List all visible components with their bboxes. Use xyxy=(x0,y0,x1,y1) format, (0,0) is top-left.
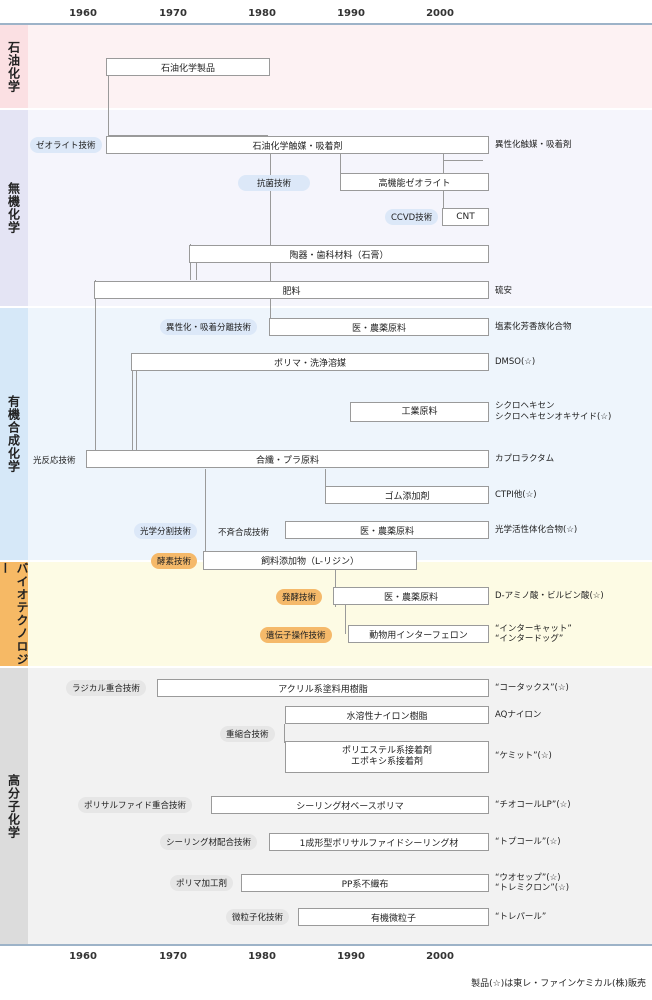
tech-genetic: 遺伝子操作技術 xyxy=(260,627,332,643)
year-label: 1970 xyxy=(159,951,187,962)
tech-polycond: 重縮合技術 xyxy=(220,726,275,742)
band-organic xyxy=(0,308,652,560)
box-particle: 有機微粒子 xyxy=(298,908,489,926)
connector xyxy=(108,135,268,136)
product-label: 異性化触媒・吸着剤 xyxy=(495,140,572,150)
box-feed: 飼料添加物（L-リジン） xyxy=(203,551,417,570)
tech-fermentation: 発酵技術 xyxy=(276,589,323,605)
box-solvent: ポリマ・洗浄溶媒 xyxy=(131,353,489,371)
tech-micro: 微粒子化技術 xyxy=(226,909,290,925)
product-label: “ケミット”(☆) xyxy=(495,751,552,761)
connector xyxy=(270,154,271,319)
tech-polysulfide-poly: ポリサルファイド重合技術 xyxy=(78,797,193,813)
product-label: “コータックス”(☆) xyxy=(495,683,569,693)
connector xyxy=(196,263,197,280)
box-petro-products: 石油化学製品 xyxy=(106,58,270,76)
year-label: 1960 xyxy=(69,8,97,19)
band-petro xyxy=(0,25,652,108)
section-label-petro: 石油化学 xyxy=(0,25,28,108)
connector xyxy=(443,160,483,161)
connector xyxy=(325,469,326,495)
tech-optical-sep: 光学分割技術 xyxy=(134,523,198,539)
year-label: 1980 xyxy=(248,951,276,962)
box-cnt: CNT xyxy=(442,208,489,226)
box-fertilizer: 肥料 xyxy=(94,281,489,299)
product-label: “トレパール” xyxy=(495,912,547,922)
footnote: 製品(☆)は東レ・ファインケミカル(株)販売 xyxy=(471,979,646,989)
connector xyxy=(136,370,137,451)
box-acrylic: アクリル系塗料用樹脂 xyxy=(157,679,489,697)
product-label: 塩素化芳香族化合物 xyxy=(495,322,572,332)
section-label-inorganic: 無機化学 xyxy=(0,110,28,306)
product-label: “インターキャット” xyxy=(495,624,572,634)
adhesive-line1: ポリエステル系接着剤 xyxy=(341,746,432,756)
tech-photo-reaction: 光反応技術 xyxy=(33,456,76,466)
box-catalyst: 石油化学触媒・吸着剤 xyxy=(106,136,489,154)
connector xyxy=(132,353,133,451)
product-label: カプロラクタム xyxy=(495,454,555,464)
year-label: 1990 xyxy=(337,951,365,962)
tech-enzyme: 酵素技術 xyxy=(151,553,198,569)
product-label: DMSO(☆) xyxy=(495,357,536,367)
tech-cvd: CCVD技術 xyxy=(385,209,439,225)
tech-asym-synth: 不斉合成技術 xyxy=(218,528,270,538)
year-label: 2000 xyxy=(426,8,454,19)
section-label-polymer: 高分子化学 xyxy=(0,668,28,944)
box-pharma1: 医・農薬原料 xyxy=(269,318,489,336)
connector xyxy=(95,280,96,450)
box-industrial: 工業原料 xyxy=(350,402,489,422)
box-sealing: シーリング材ベースポリマ xyxy=(211,796,489,814)
box-interferon: 動物用インターフェロン xyxy=(348,625,489,643)
box-pharma3: 医・農薬原料 xyxy=(333,587,489,605)
tech-antibacterial: 抗菌技術 xyxy=(238,175,310,191)
connector xyxy=(345,604,346,634)
box-fiber: 合纖・プラ原料 xyxy=(86,450,489,468)
year-label: 1990 xyxy=(337,8,365,19)
tech-sealing-mix: シーリング材配合技術 xyxy=(160,834,258,850)
box-ceramic: 陶器・歯科材料（石膏） xyxy=(189,245,489,263)
year-label: 1970 xyxy=(159,8,187,19)
tech-radical: ラジカル重合技術 xyxy=(66,680,146,696)
box-adhesive: ポリエステル系接着剤 エポキシ系接着剤 xyxy=(285,741,489,773)
axis-bottom-line xyxy=(0,944,652,946)
band-bio xyxy=(0,562,652,666)
tech-isomer-sep: 異性化・吸着分離技術 xyxy=(160,319,258,335)
year-label: 1960 xyxy=(69,951,97,962)
product-label: “インタードッグ” xyxy=(495,634,564,644)
product-label: AQナイロン xyxy=(495,710,542,720)
connector xyxy=(108,76,109,135)
product-label: “チオコールLP”(☆) xyxy=(495,800,571,810)
product-label: CTPI他(☆) xyxy=(495,490,537,500)
section-label-bio: バイオテクノロジー xyxy=(0,562,29,666)
box-nonwoven: PP系不織布 xyxy=(241,874,489,892)
year-label: 1980 xyxy=(248,8,276,19)
box-nylon: 水溶性ナイロン樹脂 xyxy=(285,706,489,724)
tech-polymer-proc: ポリマ加工剤 xyxy=(170,875,234,891)
product-label: 硫安 xyxy=(495,286,513,296)
box-zeolite: 高機能ゼオライト xyxy=(340,173,489,191)
product-label: D-アミノ酸・ビルビン酸(☆) xyxy=(495,591,604,601)
adhesive-line2: エポキシ系接着剤 xyxy=(350,757,423,767)
product-label: 光学活性体化合物(☆) xyxy=(495,525,578,535)
product-label: シクロヘキセンオキサイド(☆) xyxy=(495,412,612,422)
product-label: “ウオセップ”(☆) xyxy=(495,873,561,883)
section-label-organic: 有機合成化学 xyxy=(0,308,28,560)
year-label: 2000 xyxy=(426,951,454,962)
product-label: シクロヘキセン xyxy=(495,401,555,411)
box-polysulfide: 1成形型ポリサルファイドシーリング材 xyxy=(269,833,489,851)
product-label: “トレミクロン”(☆) xyxy=(495,883,570,893)
connector xyxy=(205,469,206,551)
box-pharma2: 医・農薬原料 xyxy=(285,521,489,539)
axis-top-line xyxy=(0,23,652,25)
product-label: “トプコール”(☆) xyxy=(495,837,561,847)
tech-zeolite: ゼオライト技術 xyxy=(30,137,102,153)
connector xyxy=(340,154,341,174)
box-rubber: ゴム添加剤 xyxy=(325,486,489,504)
connector xyxy=(284,724,285,742)
